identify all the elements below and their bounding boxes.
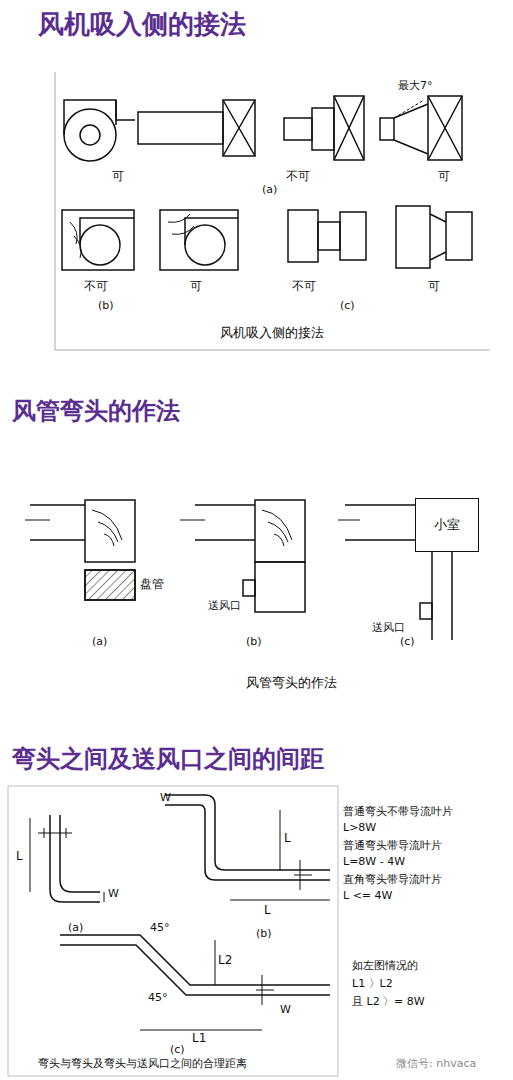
figure-label: 可 xyxy=(190,280,202,294)
figure-caption: 风管弯头的作法 xyxy=(246,676,337,691)
figure-caption: 弯头与弯头及弯头与送风口之间的合理距离 xyxy=(38,1058,247,1071)
figure-label: 如左图情况的 xyxy=(352,960,418,973)
figure-label: 普通弯头带导流叶片 xyxy=(343,840,442,853)
figure-label: 普通弯头不带导流叶片 xyxy=(343,806,453,819)
chamber-box: 小室 xyxy=(415,498,479,552)
figure-label: 可 xyxy=(438,170,450,184)
figure-label: 且 L2 〉= 8W xyxy=(352,996,425,1009)
figure-label: (a) xyxy=(92,636,107,649)
figure-label: 不可 xyxy=(286,170,310,184)
figure-label: 可 xyxy=(112,170,124,184)
section-heading: 弯头之间及送风口之间的间距 xyxy=(12,746,324,774)
figure-label: L>8W xyxy=(343,822,376,835)
figure-label: (c) xyxy=(170,1044,185,1057)
watermark: 微信号: nhvaca xyxy=(396,1058,476,1071)
figure-label: L1 〉L2 xyxy=(352,978,393,991)
figure-caption: 风机吸入侧的接法 xyxy=(220,326,324,341)
figure-label: L xyxy=(264,904,271,918)
figure-label: L xyxy=(284,832,291,846)
figure-label: W xyxy=(108,888,119,901)
figure-label: 不可 xyxy=(84,280,108,294)
figure-label: 直角弯头带导流叶片 xyxy=(343,874,442,887)
figure-label: L=8W - 4W xyxy=(343,856,405,869)
figure-label: W xyxy=(160,792,171,805)
figure-label: L1 xyxy=(192,1032,206,1046)
figure-label: L2 xyxy=(218,954,232,968)
figure-label: (c) xyxy=(340,300,355,313)
figure-label: 送风口 xyxy=(372,622,405,635)
figure-label: 盘管 xyxy=(140,578,164,592)
figure-label: 最大7° xyxy=(398,80,433,93)
figure-label: 送风口 xyxy=(208,600,241,613)
figure-label: (b) xyxy=(256,928,272,941)
section-heading: 风机吸入侧的接法 xyxy=(38,10,246,40)
figure-label: 不可 xyxy=(292,280,316,294)
figure-label: 可 xyxy=(428,280,440,294)
section-heading: 风管弯头的作法 xyxy=(12,398,180,426)
box-label: 小室 xyxy=(434,516,460,534)
figure-label: 45° xyxy=(148,992,168,1005)
figure-label: 45° xyxy=(150,922,170,935)
figure-label: (a) xyxy=(68,922,83,935)
figure-label: W xyxy=(280,1004,291,1017)
figure-label: (a) xyxy=(262,184,277,197)
figure-label: (b) xyxy=(246,636,262,649)
figure-label: L xyxy=(16,850,23,864)
figure-label: (c) xyxy=(400,636,415,649)
figure-label: (b) xyxy=(98,300,114,313)
figure-label: L <= 4W xyxy=(343,890,392,903)
